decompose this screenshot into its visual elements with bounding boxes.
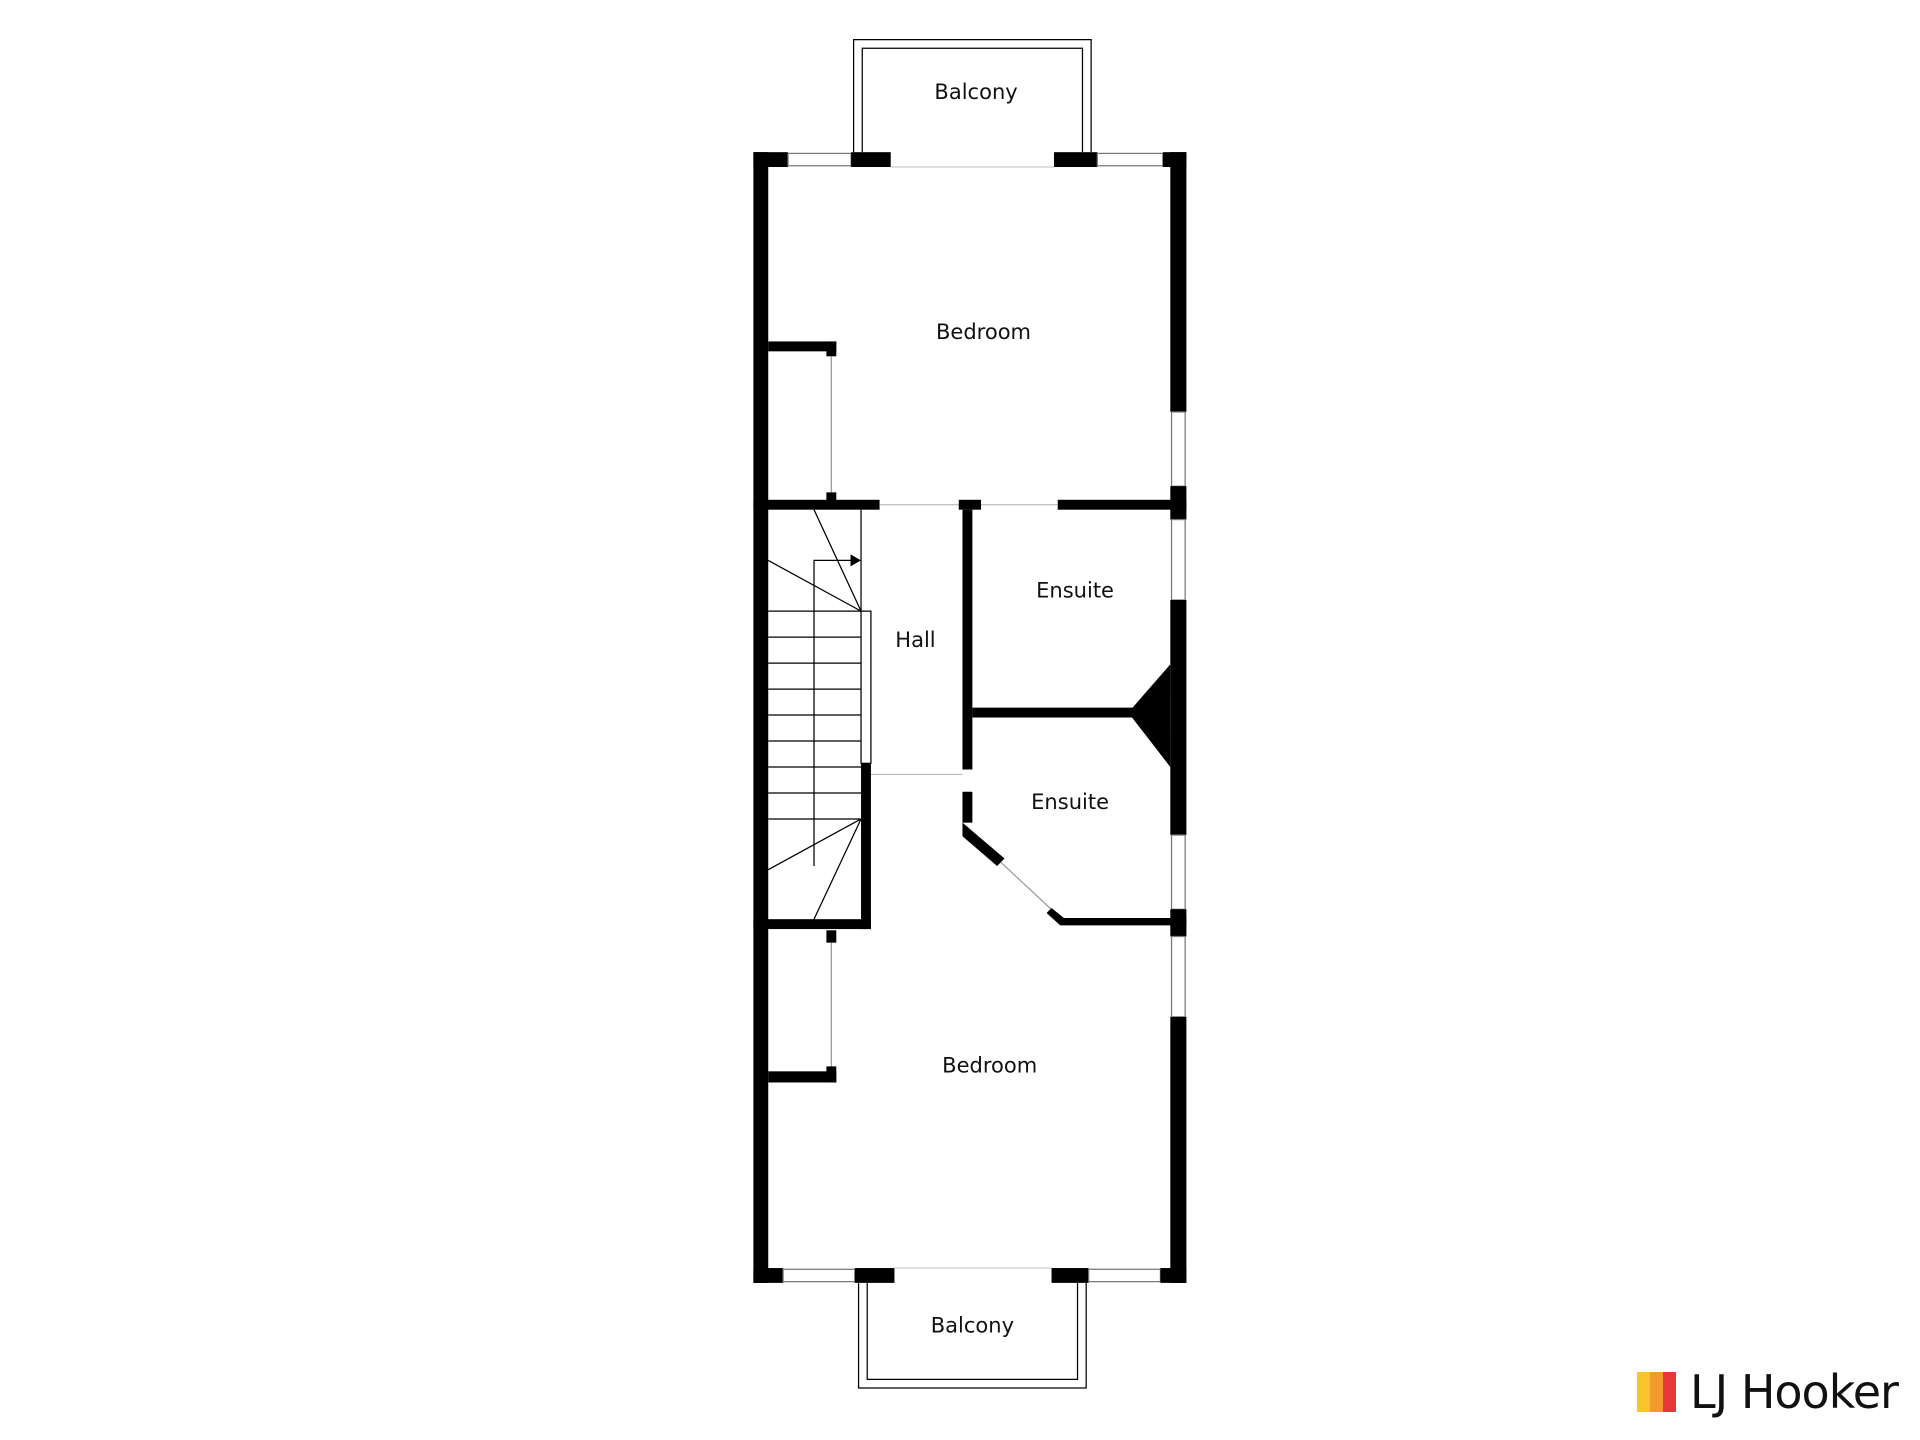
room-label-balcony-top: Balcony bbox=[934, 79, 1017, 104]
balcony-bottom-outline bbox=[857, 1282, 1087, 1389]
logo-text: LJ Hooker bbox=[1690, 1365, 1899, 1419]
room-label-hall: Hall bbox=[895, 627, 935, 652]
logo-bar-red bbox=[1663, 1372, 1676, 1412]
room-label-bedroom-bottom: Bedroom bbox=[942, 1053, 1037, 1078]
room-label-ensuite-top: Ensuite bbox=[1036, 578, 1114, 603]
interior-walls bbox=[753, 341, 1187, 1083]
logo-bar-yellow bbox=[1637, 1372, 1650, 1412]
balcony-top-outline bbox=[852, 38, 1092, 153]
room-label-balcony-bottom: Balcony bbox=[931, 1312, 1014, 1337]
lj-hooker-logo: LJ Hooker bbox=[1637, 1365, 1899, 1419]
logo-bar-orange bbox=[1650, 1372, 1663, 1412]
room-label-ensuite-bottom: Ensuite bbox=[1031, 789, 1109, 814]
room-label-bedroom-top: Bedroom bbox=[936, 319, 1031, 344]
staircase bbox=[767, 509, 872, 920]
